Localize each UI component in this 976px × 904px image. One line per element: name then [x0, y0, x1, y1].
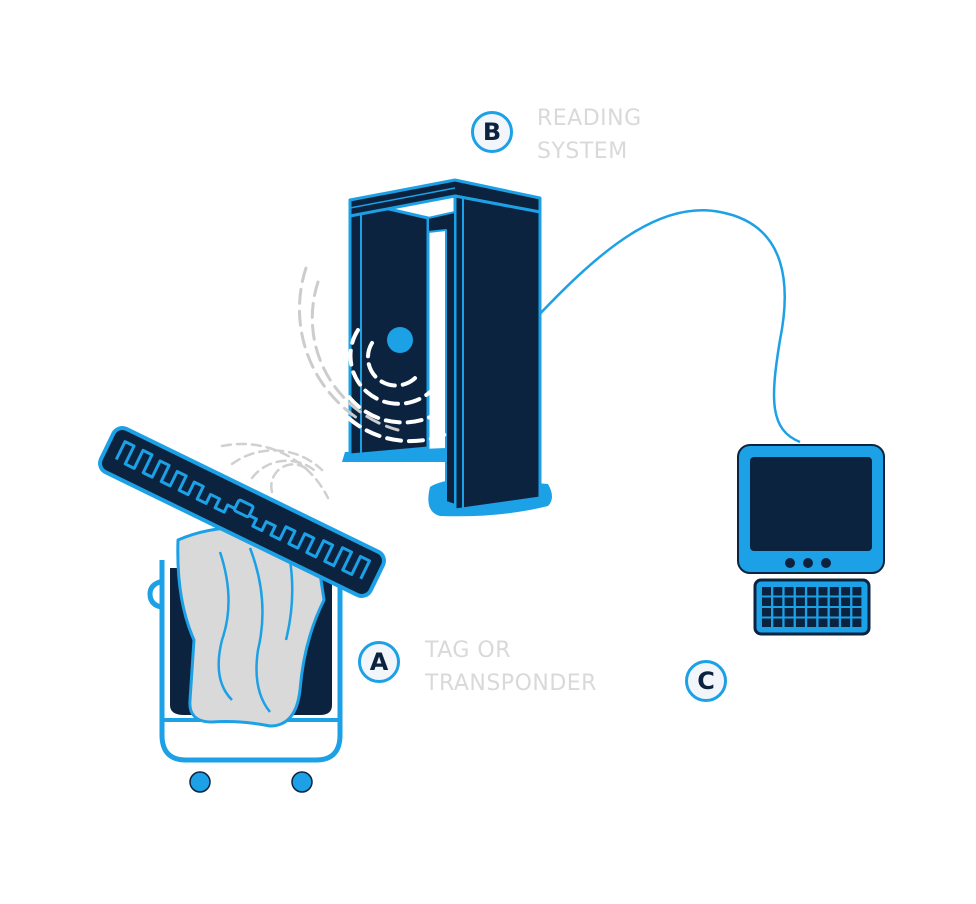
- keyboard-key: [807, 597, 817, 606]
- keyboard-key: [818, 587, 828, 596]
- reading-gate-icon: [342, 178, 552, 517]
- keyboard-key: [807, 608, 817, 617]
- keyboard-key: [829, 618, 839, 627]
- keyboard-key: [807, 587, 817, 596]
- keyboard-key: [773, 618, 783, 627]
- keyboard-key: [795, 618, 805, 627]
- radio-wave-icon: [298, 266, 448, 444]
- keyboard-key: [784, 618, 794, 627]
- label-tag: TAG OR TRANSPONDER: [425, 634, 597, 700]
- label-reader-line1: READING: [537, 106, 642, 131]
- keyboard-key: [818, 618, 828, 627]
- keyboard-key: [818, 608, 828, 617]
- keyboard-key: [829, 608, 839, 617]
- marker-c: C: [685, 660, 727, 702]
- label-tag-line1: TAG OR: [425, 638, 512, 663]
- connection-cable: [535, 209, 801, 444]
- screen: [750, 457, 872, 551]
- antenna-dot: [387, 327, 413, 353]
- label-reader-line2: SYSTEM: [537, 139, 628, 164]
- keyboard-key: [852, 587, 862, 596]
- keyboard-key: [852, 608, 862, 617]
- keyboard-key: [841, 618, 851, 627]
- keyboard-key: [773, 587, 783, 596]
- keyboard-key: [841, 597, 851, 606]
- label-tag-line2: TRANSPONDER: [425, 671, 597, 696]
- keyboard-key: [762, 587, 771, 596]
- keyboard-key: [784, 587, 794, 596]
- keyboard-icon: [753, 578, 871, 636]
- rfid-tag-icon: [98, 426, 386, 598]
- wheel: [189, 771, 211, 793]
- keyboard-key: [784, 608, 794, 617]
- keyboard-key: [762, 618, 771, 627]
- marker-a: A: [358, 641, 400, 683]
- keyboard-key: [773, 597, 783, 606]
- keyboard-key: [818, 597, 828, 606]
- laundry-cart-icon: [147, 526, 343, 793]
- keyboard-key: [762, 608, 771, 617]
- keyboard-key: [795, 587, 805, 596]
- keyboard-key: [795, 608, 805, 617]
- keyboard-key: [829, 587, 839, 596]
- keyboard-key: [807, 618, 817, 627]
- radio-wave-icon: [220, 442, 330, 500]
- keyboard-key: [773, 608, 783, 617]
- marker-b: B: [471, 111, 513, 153]
- keyboard-key: [762, 597, 771, 606]
- keyboard-key: [841, 587, 851, 596]
- keyboard-key: [795, 597, 805, 606]
- keyboard-key: [784, 597, 794, 606]
- keyboard-key: [829, 597, 839, 606]
- keyboard-key: [841, 608, 851, 617]
- computer-icon: [737, 444, 885, 574]
- wheel: [291, 771, 313, 793]
- keyboard-key: [852, 618, 862, 627]
- keyboard-key: [852, 597, 862, 606]
- label-reader: READING SYSTEM: [537, 102, 642, 168]
